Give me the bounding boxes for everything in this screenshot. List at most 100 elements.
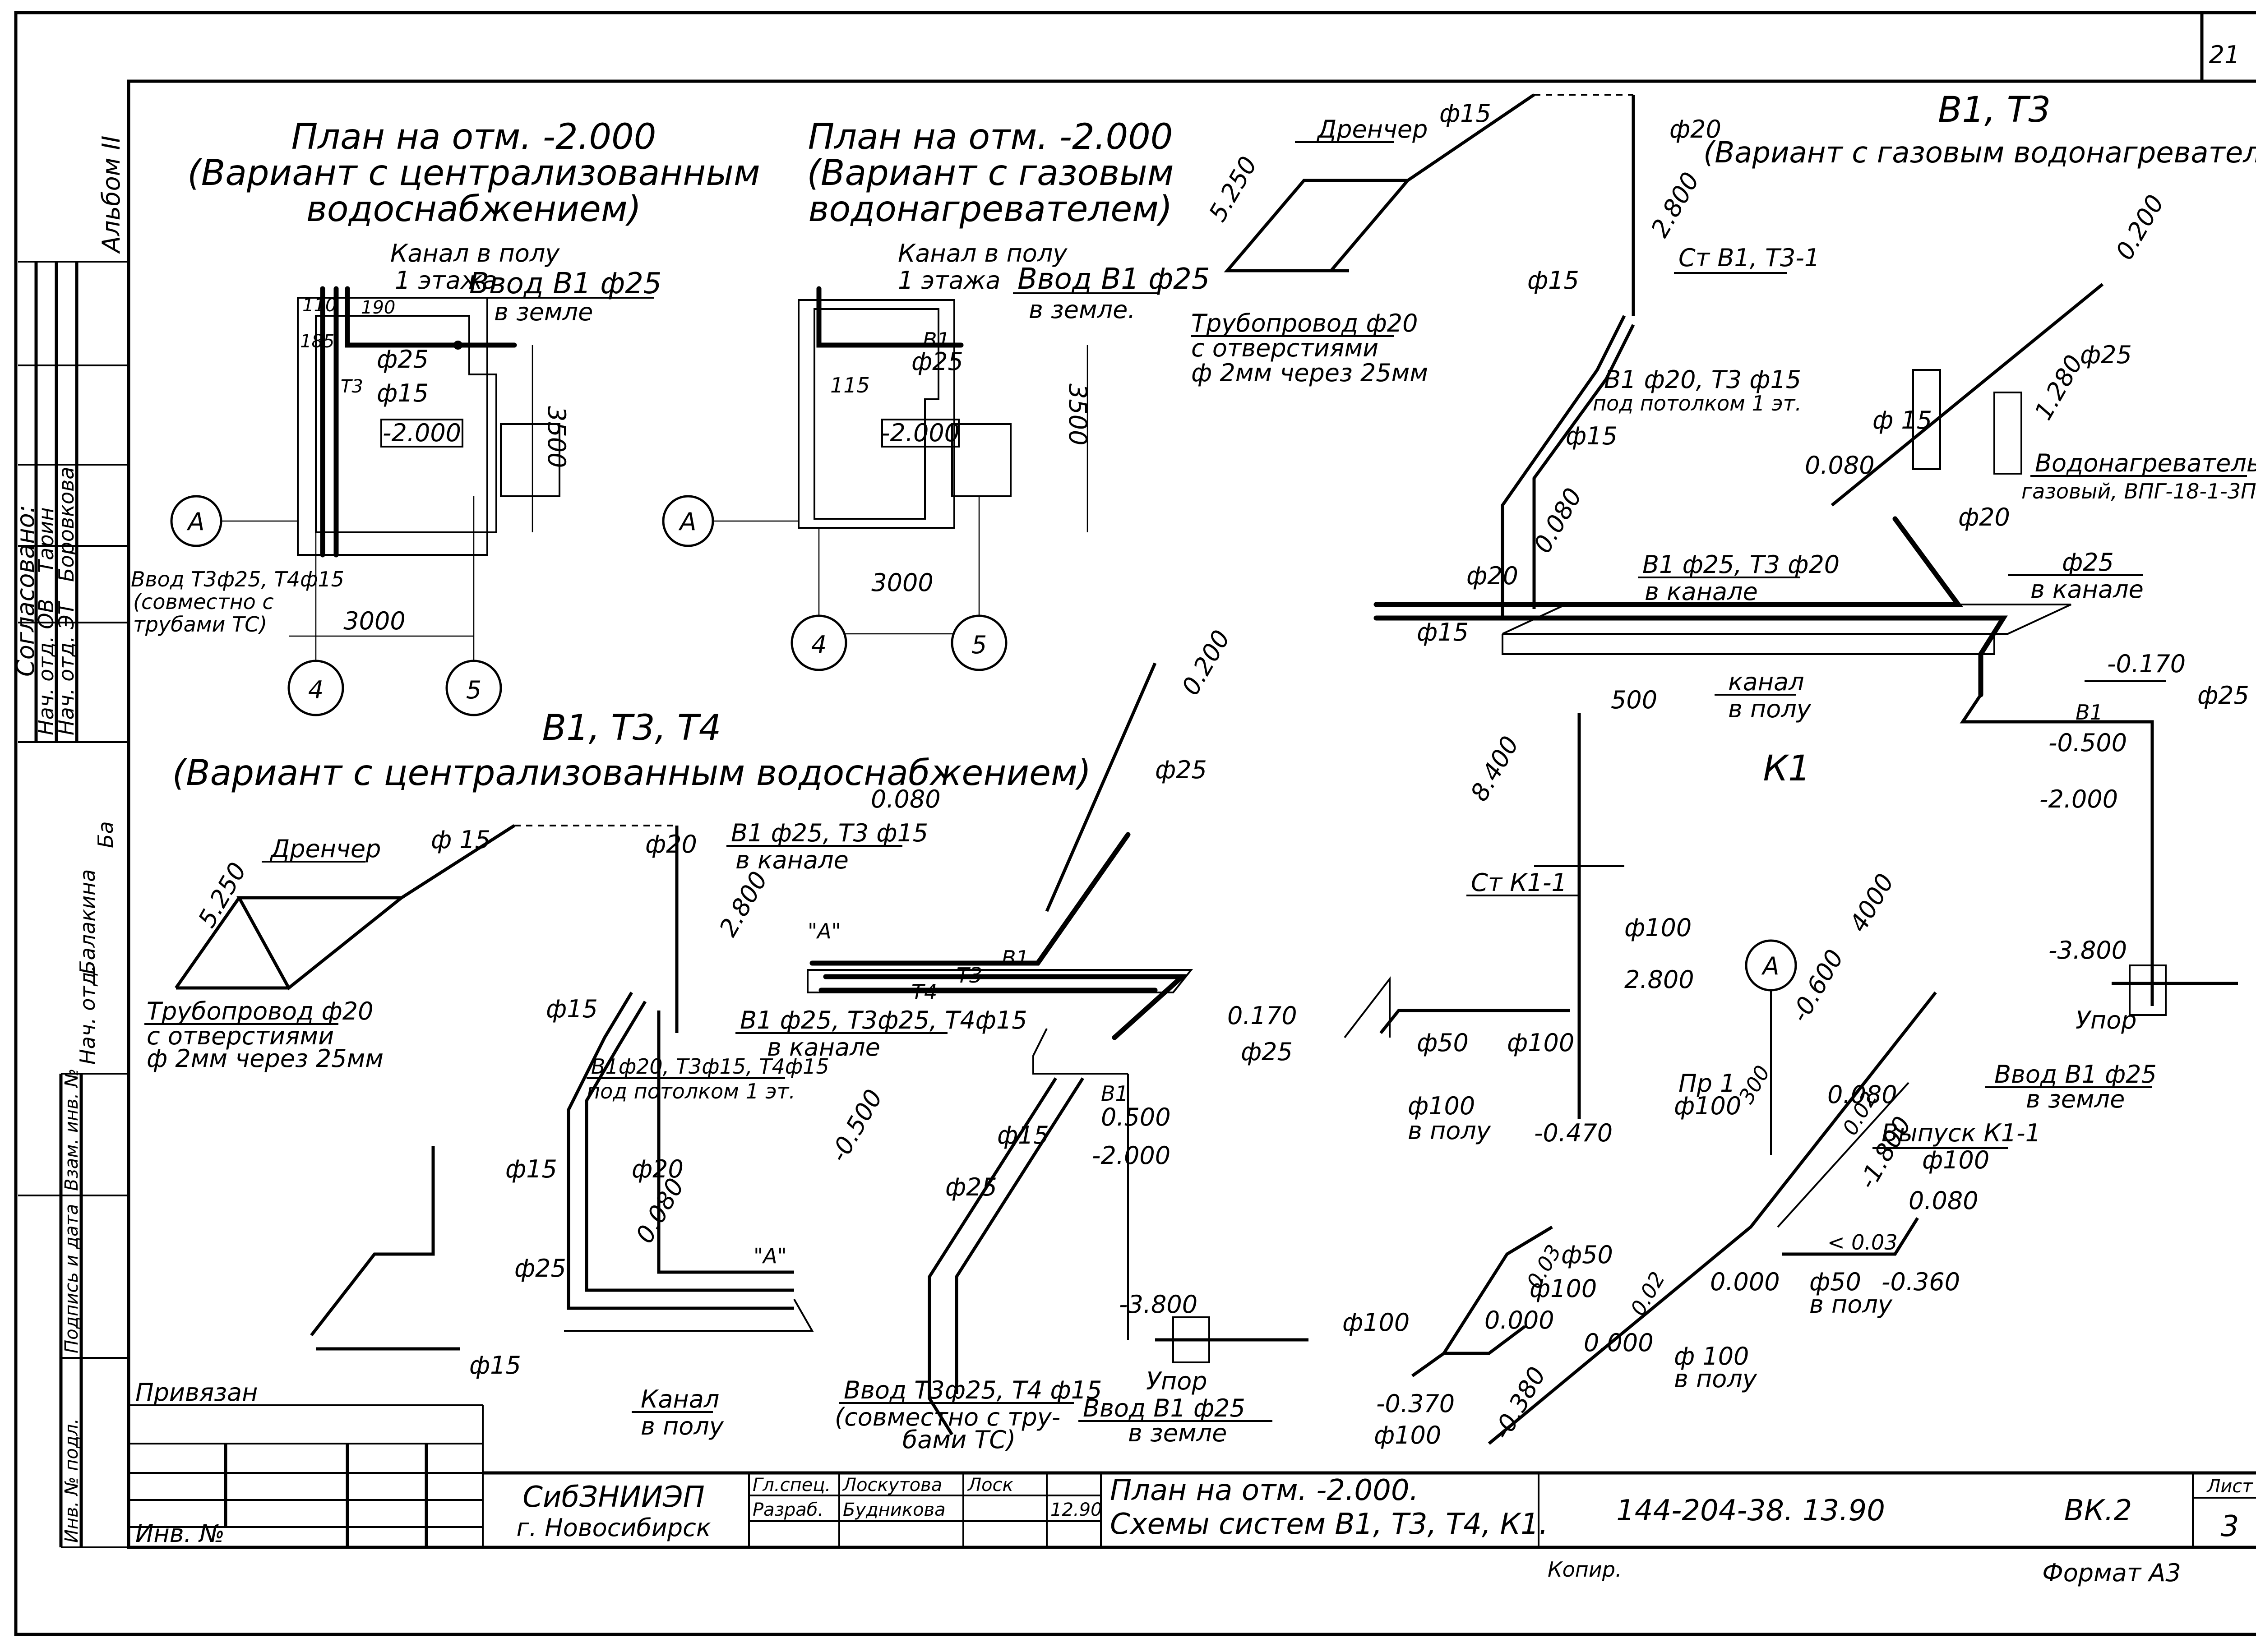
pipe-50-b: ф50: [1561, 1241, 1613, 1269]
heater-body: [1912, 369, 1941, 470]
heater-label-2: газовый, ВПГ-18-1-3П: [2021, 479, 2256, 503]
cleanout-2: ф100: [1674, 1092, 1741, 1120]
b1-label: В1: [923, 328, 950, 352]
elevation-box: [380, 419, 463, 448]
axis-a-label: А: [187, 508, 205, 536]
inner-frame: [127, 79, 2256, 1549]
stamp-inv-orig: Инв. № подл.: [61, 1418, 82, 1543]
under-ceiling-1: В1 ф20, Т3 ф15: [1604, 365, 1801, 394]
role-developer: Разраб.: [753, 1500, 823, 1520]
stamp-row2-role: Нач. отд. ЭТ: [54, 600, 79, 735]
stamp-sign-date: Подпись и дата: [61, 1204, 82, 1353]
pipeline-label-3: ф 2мм через 25мм: [147, 1044, 384, 1073]
elevation-box-value: -2.000: [881, 419, 960, 447]
pipe-100-b: ф100: [1507, 1029, 1574, 1057]
elev-2800: 2.800: [1624, 965, 1694, 994]
pipeline-label-1: Трубопровод ф20: [1191, 309, 1418, 337]
plan-centralized-subtitle-2: водоснабжением): [306, 189, 641, 230]
axis-4-label: 4: [308, 676, 324, 704]
inlet-t-label-3: трубами ТС): [133, 612, 267, 637]
pipeline-label-2: с отверстиями: [147, 1022, 334, 1050]
elev-minus-0470: -0.470: [1534, 1119, 1613, 1147]
elev-8400: 8.400: [1465, 731, 1525, 806]
axis-a-marker: [170, 495, 222, 547]
stamp-row1-role: Нач. отд. ОВ: [34, 599, 58, 735]
b1-elev: 0.500: [1101, 1103, 1171, 1131]
elev-0200: 0.200: [1176, 625, 1236, 700]
axis-a-label: А: [1761, 952, 1780, 980]
pipe-25-end: ф25: [2197, 681, 2249, 710]
inlet-2: в земле: [2026, 1085, 2125, 1113]
drencher-label: Дренчер: [270, 835, 381, 863]
elev-0080-a: 0.080: [871, 785, 941, 813]
elev-minus-3800: -3.800: [2048, 936, 2127, 964]
inlet-b-2: в земле: [1128, 1419, 1227, 1447]
sheet-number: 3: [2221, 1510, 2239, 1543]
elev-0080-b: 0.080: [1805, 451, 1875, 480]
stamp-row3-name: Балакина: [75, 869, 100, 974]
pipe-50-floor-1: ф50: [1809, 1268, 1861, 1296]
pipe-25-c: ф25: [514, 1254, 566, 1283]
scheme-gas-subtitle: (Вариант с газовым водонагревателем): [1703, 136, 2256, 170]
b1-lower: В1: [2076, 700, 2103, 724]
slope-003-b: < 0.03: [1827, 1230, 1898, 1255]
drencher-grid: [1224, 179, 1411, 272]
outer-border: [14, 11, 2256, 1636]
elev-5250: 5.250: [1203, 152, 1263, 226]
t4-label: Т4: [911, 980, 937, 1004]
under-ceiling-2: под потолком 1 эт.: [1593, 391, 1802, 415]
mark-a-1: "А": [808, 919, 841, 943]
pipeline-label-3: ф 2мм через 25мм: [1191, 359, 1428, 387]
page-number: 21: [2209, 41, 2240, 69]
elev-0080-b: 0.080: [1909, 1186, 1979, 1215]
pipe-100-floor-b-1: ф 100: [1674, 1342, 1749, 1371]
dim-3500: 3500: [542, 406, 571, 468]
pipe-25-b: ф25: [945, 1173, 997, 1201]
inlet-t-2: (совместно с тру-: [835, 1403, 1060, 1431]
elev-minus-0170: -0.170: [2107, 650, 2186, 678]
dim-4000: 4000: [1844, 869, 1900, 937]
riser-label: Ст К1-1: [1471, 868, 1567, 897]
stamp-agreed: Согласовано:: [11, 505, 40, 677]
pipe-25-right: ф25: [1241, 1038, 1293, 1066]
pipe-100-e: ф100: [1374, 1421, 1441, 1449]
scheme-b1-t3-gas: В1, Т3 (Вариант с газовым водонагревател…: [1191, 90, 2256, 1113]
organization-city: г. Новосибирск: [517, 1514, 711, 1542]
plan-centralized-inlet: Ввод В1 ф25: [469, 267, 662, 300]
stamp-inv-replace: Взам. инв. №: [61, 1068, 82, 1191]
elev-minus-0370: -0.370: [1376, 1389, 1455, 1418]
title-block-lines: [129, 1404, 2256, 1547]
scheme-k1-title: К1: [1763, 748, 1810, 789]
name-chief-specialist: Лоскутова: [842, 1475, 942, 1495]
in-channel-a-2: в канале: [735, 846, 849, 874]
b1-label: В1: [1002, 946, 1029, 970]
pipe-20-b: ф20: [1958, 503, 2010, 531]
slope-002-b: 0.02: [1626, 1268, 1670, 1320]
pipe-15-a: ф15: [546, 995, 598, 1023]
thrust-block: [2129, 964, 2167, 1016]
axis-5-marker: [445, 660, 502, 716]
b1-label-lower: В1: [1101, 1081, 1128, 1106]
outlet-1: Выпуск К1-1: [1882, 1119, 2041, 1147]
scheme-central-title: В1, Т3, Т4: [542, 708, 721, 748]
pipe-100-floor-2: в полу: [1408, 1117, 1491, 1145]
pipe-15-top: ф15: [1439, 99, 1491, 128]
in-channel-a-1: В1 ф25, Т3 ф15: [731, 819, 928, 847]
name-developer: Будникова: [843, 1500, 946, 1520]
pipe-15-c: ф15: [505, 1155, 557, 1183]
plan-centralized-room: [500, 423, 560, 497]
elev-0080-a: 0.080: [1528, 483, 1588, 558]
channel-floor-1: канал: [1728, 668, 1804, 696]
channel-floor-2: в полу: [641, 1412, 724, 1440]
pipe-25-top: ф25: [2080, 341, 2132, 369]
document-mark: ВК.2: [2064, 1494, 2132, 1527]
elev-minus-0360: -0.360: [1882, 1268, 1960, 1296]
pipeline-label-2: с отверстиями: [1191, 334, 1378, 362]
plan-gas: План на отм. -2.000 (Вариант с газовым в…: [662, 117, 1210, 671]
stop-label: Упор: [1146, 1367, 1207, 1395]
organization-name: СибЗНИИЭП: [522, 1481, 704, 1514]
drencher-label: Дренчер: [1317, 115, 1428, 143]
pipe-15-d: ф15: [469, 1351, 521, 1380]
pipe-100-a: ф100: [1624, 914, 1692, 942]
